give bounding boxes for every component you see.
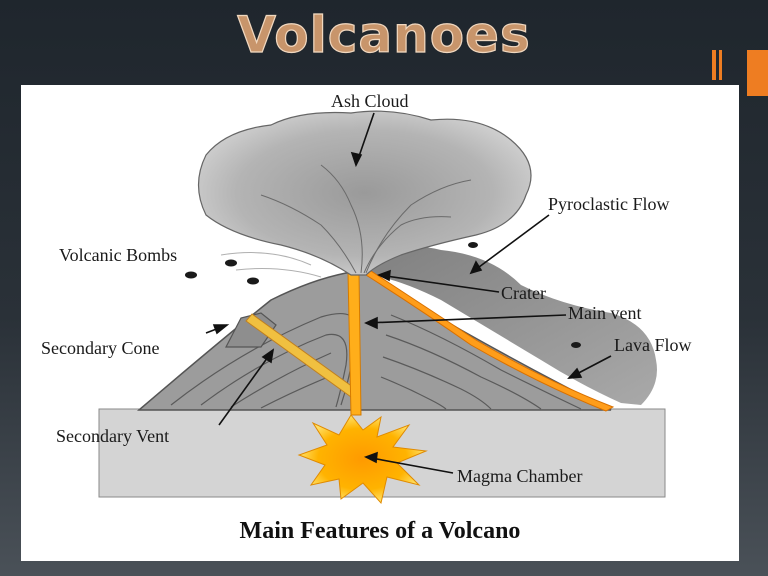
secondary-cone — [225, 312, 277, 348]
label-lava-flow: Lava Flow — [614, 335, 692, 355]
diagram-caption: Main Features of a Volcano — [239, 518, 521, 544]
volcano-diagram: Ash Cloud Pyroclastic Flow Volcanic Bomb… — [21, 85, 739, 561]
label-ash-cloud: Ash Cloud — [331, 91, 409, 111]
slide-title: Volcanoes — [237, 5, 531, 64]
volcano-illustration — [98, 110, 666, 505]
label-magma-chamber: Magma Chamber — [457, 466, 583, 486]
label-volcanic-bombs: Volcanic Bombs — [59, 245, 178, 265]
label-main-vent: Main vent — [568, 303, 642, 323]
magma-chamber — [297, 414, 428, 505]
accent-line — [712, 50, 716, 80]
label-secondary-vent: Secondary Vent — [56, 426, 170, 446]
label-secondary-cone: Secondary Cone — [41, 338, 160, 358]
pyroclastic-smoke — [371, 246, 657, 405]
lava-flow — [365, 270, 615, 412]
accent-block — [747, 50, 768, 96]
ash-cloud — [197, 110, 532, 276]
label-crater: Crater — [501, 283, 546, 303]
accent-line — [719, 50, 722, 80]
volcanic-bombs — [185, 242, 581, 348]
label-pyroclastic-flow: Pyroclastic Flow — [548, 194, 670, 214]
